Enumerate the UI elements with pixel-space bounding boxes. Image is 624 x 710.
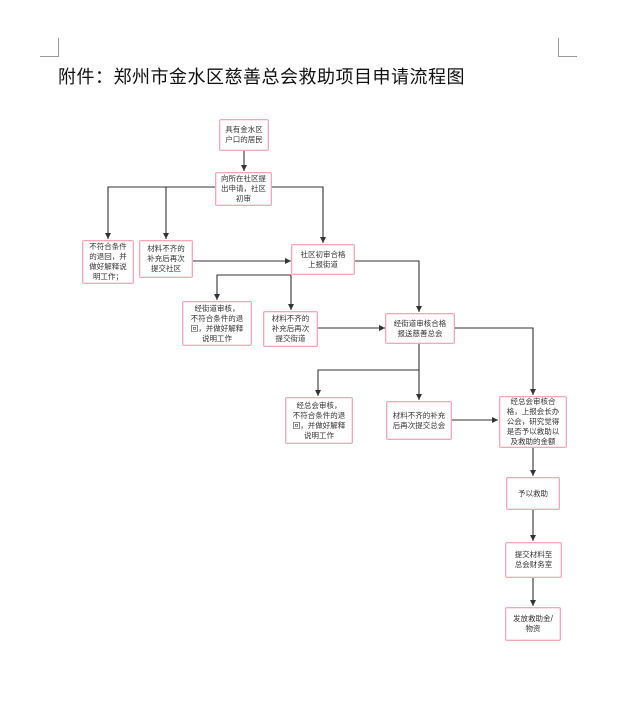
- flow-node-resident: 具有金水区 户口的居民: [219, 119, 269, 151]
- flow-node-grant: 予以救助: [506, 477, 560, 510]
- page-corner-mark-left: [40, 38, 59, 57]
- flow-node-street-pass: 经街道审核合格 报送慈善总会: [385, 313, 455, 344]
- arrow-community-pass-to-reject-street: [214, 274, 291, 300]
- flow-node-reject-charity: 经总会审核， 不符合条件的退 回，并做好解释 说明工作: [285, 397, 353, 444]
- flow-node-community-pass: 社区初审合格 上报街道: [291, 244, 355, 275]
- arrow-apply-to-community-pass: [272, 186, 326, 243]
- flow-node-reject-street: 经街道审核， 不符合条件的退 回，并做好解释 说明工作: [182, 301, 252, 346]
- flow-node-resubmit-community: 材料不齐的 补充后再次 提交社区: [139, 240, 193, 278]
- flow-node-resubmit-street: 材料不齐的 补充后再次 提交街道: [263, 311, 318, 347]
- document-title: 附件：郑州市金水区慈善总会救助项目申请流程图: [58, 67, 465, 88]
- page-corner-mark-right: [558, 38, 577, 57]
- arrow-apply-to-reject-community: [105, 186, 215, 239]
- flow-node-charity-pass: 经总会审核合 格，上报会长办 公会，研究觉得 是否予以救助以 及救助的金额: [499, 396, 567, 448]
- flow-node-resubmit-charity: 材料不齐的补充 后再次提交总会: [386, 401, 452, 440]
- flow-node-apply: 向所在社区提 出申请，社区 初审: [215, 172, 272, 206]
- flow-node-reject-community: 不符合条件 的退回，并 做好解释说 明工作；: [82, 240, 134, 284]
- arrow-community-pass-to-street-pass: [355, 260, 422, 312]
- arrow-street-pass-to-charity-pass: [455, 327, 536, 395]
- flow-node-finance: 提交材料至 总会财务室: [505, 542, 562, 578]
- flow-node-distribute: 发放救助金/ 物资: [505, 607, 561, 641]
- arrow-street-pass-to-reject-charity: [315, 344, 420, 396]
